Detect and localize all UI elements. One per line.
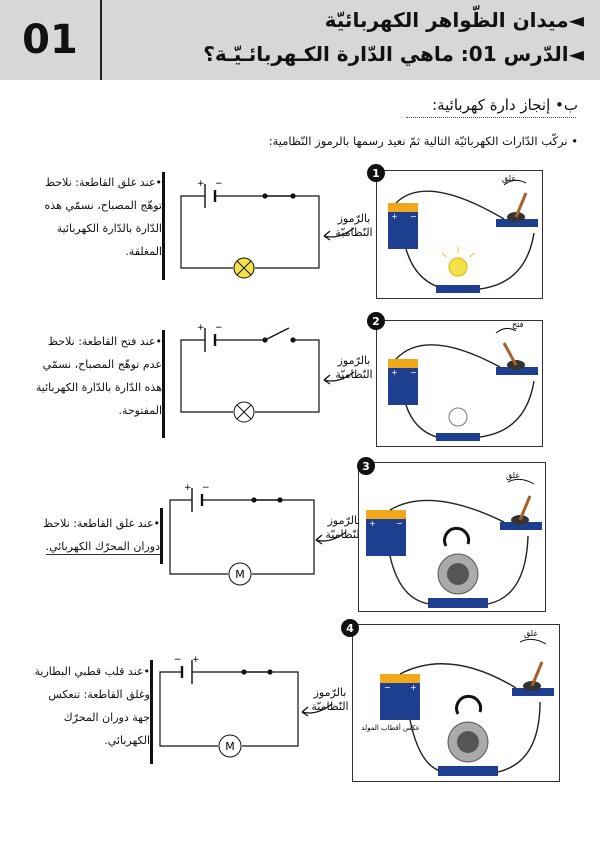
- observation-3-bar: [160, 508, 163, 564]
- switch-open-symbol: [264, 327, 290, 341]
- switch-2-label: فتح: [512, 320, 524, 329]
- observation-1: •عند غلق القاطعة: نلاحظ توهّج المصباح، ن…: [44, 171, 162, 263]
- svg-text:−: −: [215, 179, 223, 189]
- lesson-number: 01: [0, 0, 102, 80]
- section-title-underline: [406, 117, 576, 118]
- switch-1-label: غلق: [502, 174, 516, 183]
- obs-4-line-1: •عند قلب قطبي البطارية: [34, 665, 150, 678]
- obs-4-line-3: جهة دوران المحرّك: [63, 711, 150, 724]
- arrow-4-icon: [301, 703, 333, 717]
- symbols-label-1: بالرّموز النّظاميّة: [330, 212, 378, 240]
- circuit-2-number: 2: [372, 315, 380, 328]
- observation-2-bar: [162, 330, 165, 438]
- symbols-label-3-line1: بالرّموز: [327, 514, 361, 527]
- lamp-holder-icon: [436, 285, 480, 293]
- observation-1-bar: [162, 172, 165, 280]
- obs-2-line-1: •عند فتح القاطعة: نلاحظ: [47, 335, 162, 348]
- symbols-label-3-line2: النّظاميّة: [325, 528, 363, 541]
- obs-1-line-4: المغلقة.: [125, 245, 162, 258]
- svg-text:+: +: [391, 368, 398, 377]
- svg-text:+: +: [184, 483, 192, 493]
- section-title: ب• إنجاز دارة كهربائية:: [432, 96, 578, 114]
- svg-text:−: −: [396, 519, 403, 528]
- motor-4-label: M: [225, 740, 235, 753]
- domain-title: ◄ميدان الظّواهر الكهربائيّة: [324, 8, 584, 32]
- obs-4-line-4: الكهربائي.: [104, 734, 150, 747]
- photo-circuit-1-drawing: 1 + − غلق: [367, 164, 538, 293]
- svg-text:+: +: [197, 179, 205, 189]
- symbols-label-1-line2: النّظاميّة: [335, 226, 373, 239]
- svg-text:−: −: [384, 683, 391, 692]
- symbols-label-4: بالرّموز النّظاميّة: [306, 686, 354, 714]
- obs-3-line-2: دوران المحرّك الكهربائي.: [43, 535, 160, 558]
- svg-text:+: +: [391, 212, 398, 221]
- obs-2-line-4: المفتوحة.: [118, 404, 162, 417]
- obs-1-line-2: توهّج المصباح، نسمّي هذه: [44, 199, 162, 212]
- symbols-label-2-line1: بالرّموز: [337, 354, 371, 367]
- svg-text:−: −: [215, 323, 223, 333]
- motor-symbol: [228, 562, 252, 586]
- instruction-text: • نركّب الدّارات الكهربائيّة التالية ثمّ…: [268, 134, 578, 148]
- svg-text:+: +: [369, 519, 376, 528]
- switch-icon: [496, 219, 538, 227]
- arrow-3-icon: [315, 531, 347, 545]
- photo-4-note: عكس أقطاب المولد: [361, 723, 420, 732]
- photo-circuit-3-drawing: 3 + − غلق: [357, 457, 542, 608]
- svg-text:−: −: [410, 368, 417, 377]
- symbols-label-3: بالرّموز النّظاميّة: [320, 514, 368, 542]
- obs-4-line-2: وغلق القاطعة: تنعكس: [48, 688, 150, 701]
- circuit-3-number: 3: [362, 460, 370, 473]
- circuit-1-schematic: + −: [180, 179, 320, 279]
- observation-2: •عند فتح القاطعة: نلاحظ عدم توهّج المصبا…: [36, 330, 162, 422]
- photo-circuit-4-drawing: 4 − + عكس أقطاب المولد غلق: [341, 619, 554, 776]
- obs-2-line-3: هذه الدّارة بالدّارة الكهربائية: [35, 381, 162, 394]
- obs-3-line-2-text: دوران المحرّك الكهربائي.: [45, 540, 160, 555]
- circuit-2-schematic: + −: [180, 323, 320, 423]
- symbols-label-1-line1: بالرّموز: [337, 212, 371, 225]
- circuit-4-schematic: − + M: [159, 655, 299, 758]
- motor-icon: [428, 598, 488, 608]
- observation-4-bar: [150, 660, 153, 764]
- lesson-title: ◄الدّرس 01: ماهي الدّارة الكـهربائـيّـة؟: [203, 42, 584, 66]
- svg-text:+: +: [410, 683, 417, 692]
- obs-3-line-1: •عند غلق القاطعة: نلاحظ: [42, 517, 160, 530]
- circuit-4-number: 4: [346, 622, 354, 635]
- symbols-label-4-line2: النّظاميّة: [311, 700, 349, 713]
- motor-3-label: M: [235, 568, 245, 581]
- obs-2-line-2: عدم توهّج المصباح، نسمّي: [42, 358, 162, 371]
- observation-3: •عند غلق القاطعة: نلاحظ دوران المحرّك ال…: [43, 512, 160, 558]
- circuit-1-number: 1: [372, 167, 380, 180]
- svg-text:−: −: [202, 483, 210, 493]
- svg-text:+: +: [192, 655, 200, 665]
- switch-4-label: غلق: [524, 629, 538, 638]
- symbols-label-4-line1: بالرّموز: [313, 686, 347, 699]
- arrow-1-icon: [323, 227, 355, 241]
- obs-1-line-3: الدّارة بالدّارة الكهربائية: [56, 222, 162, 235]
- svg-text:+: +: [197, 323, 205, 333]
- circuit-3-schematic: + − M: [169, 483, 315, 586]
- obs-1-line-1: •عند غلق القاطعة: نلاحظ: [44, 176, 162, 189]
- switch-3-label: غلق: [506, 471, 520, 480]
- arrow-2-icon: [323, 371, 355, 385]
- battery-icon: [388, 209, 418, 249]
- observation-4: •عند قلب قطبي البطارية وغلق القاطعة: تنع…: [35, 660, 150, 752]
- svg-text:−: −: [410, 212, 417, 221]
- photo-circuit-2-drawing: 2 + − فتح: [367, 312, 538, 441]
- svg-text:−: −: [174, 655, 182, 665]
